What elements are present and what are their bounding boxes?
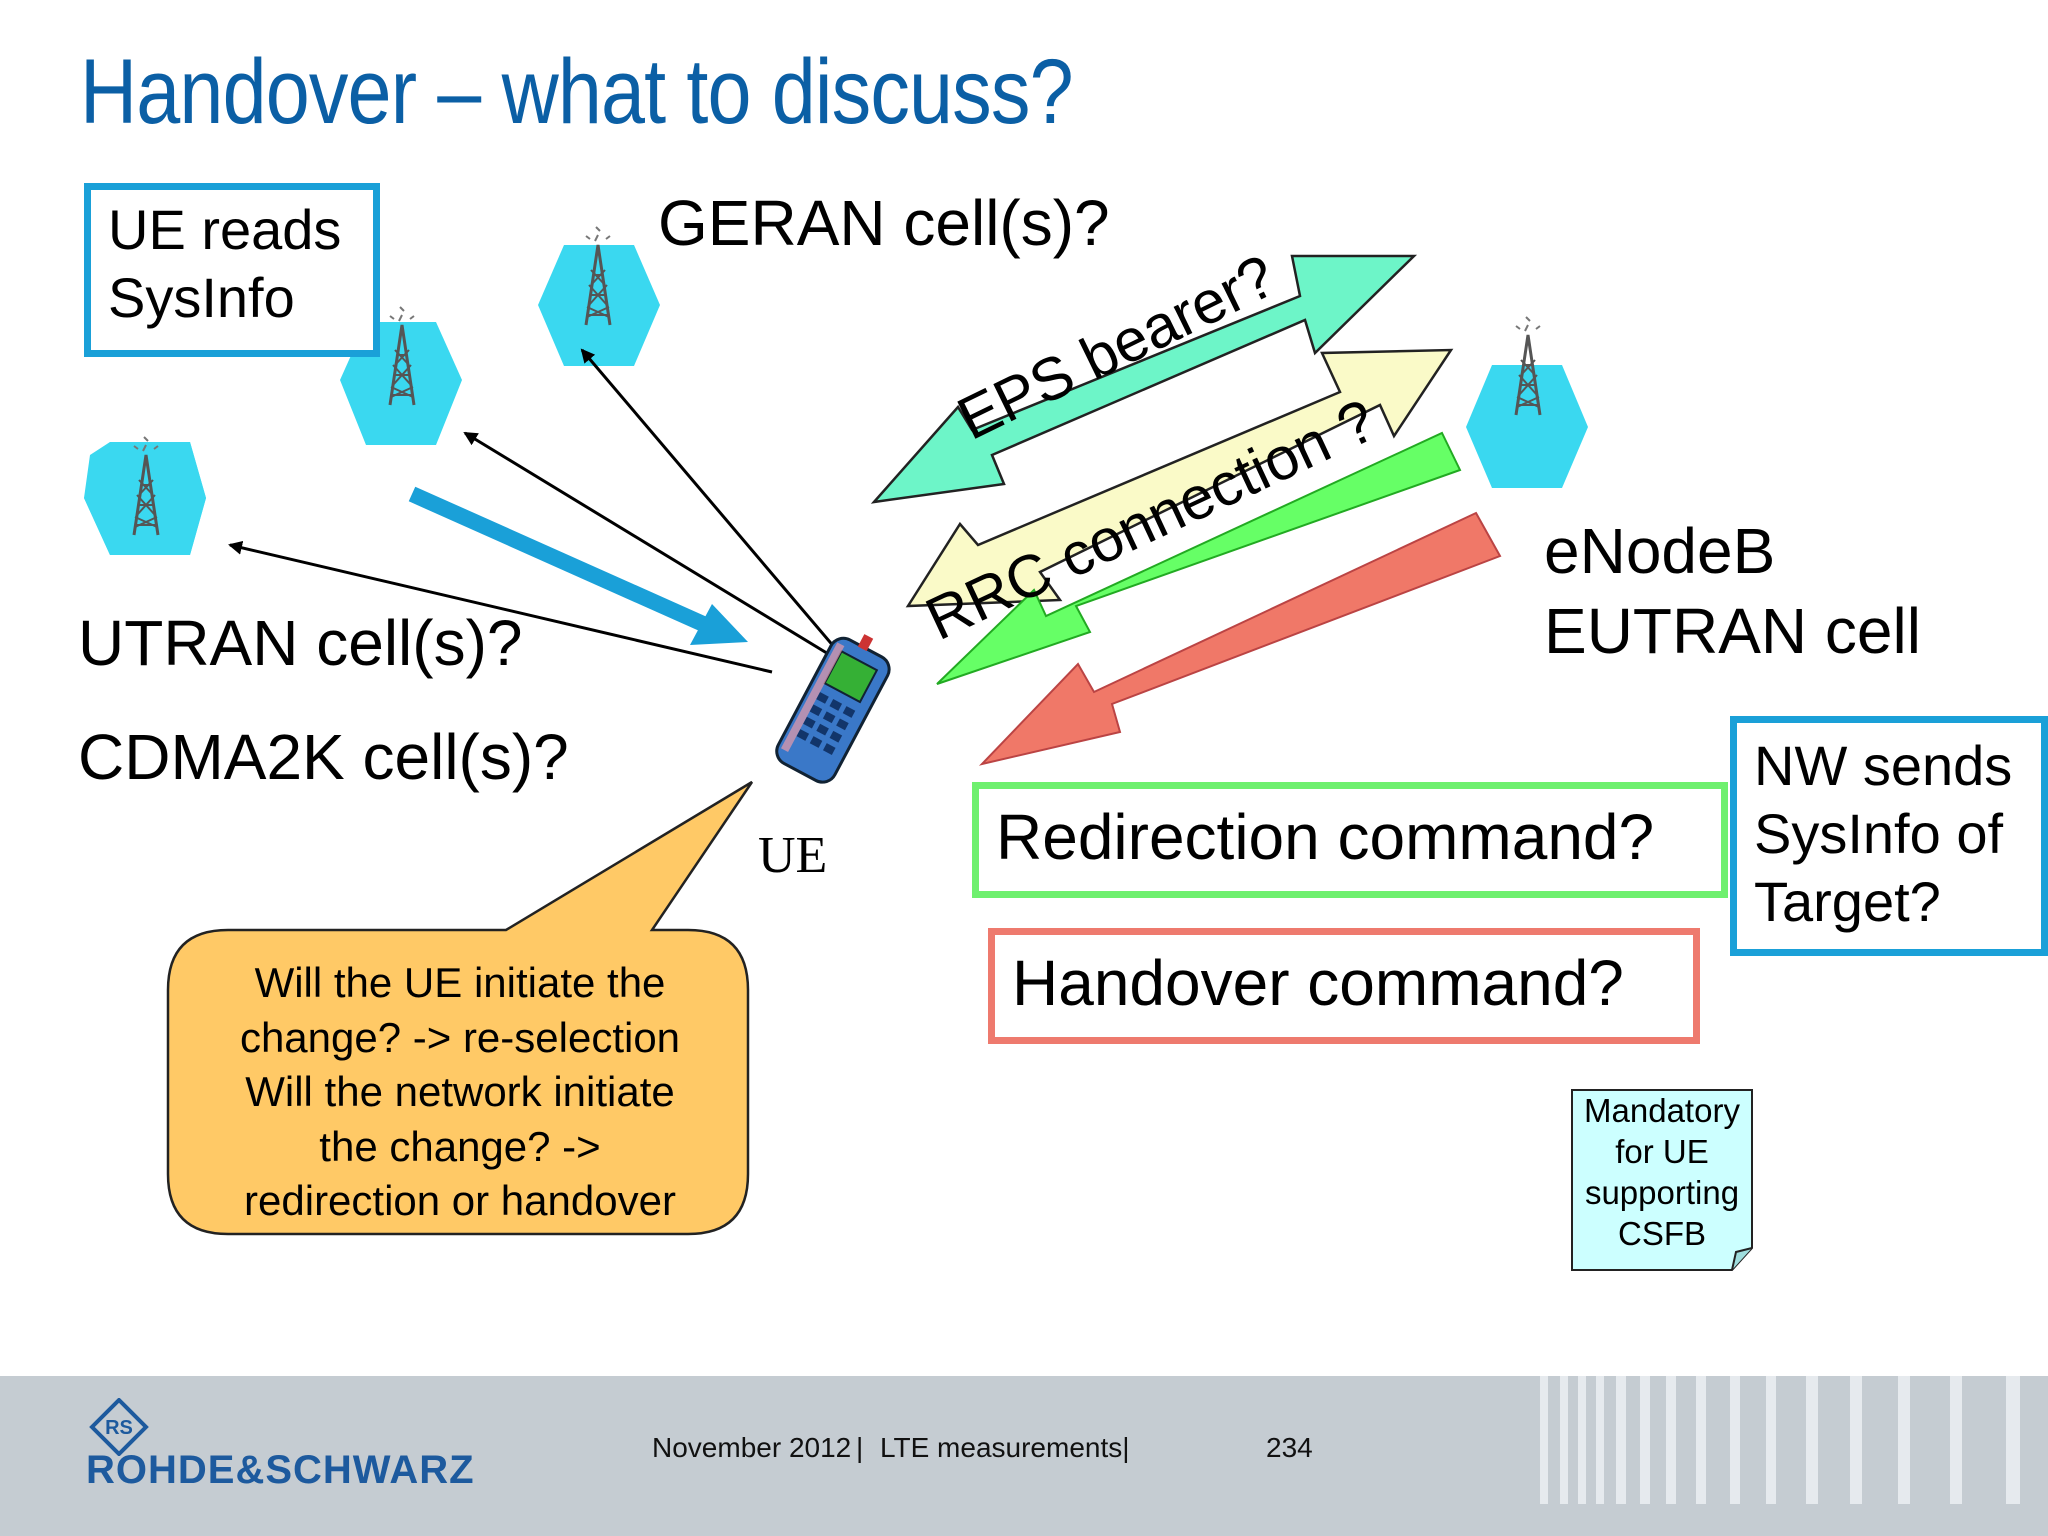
footer-date: November 2012 xyxy=(652,1432,852,1463)
red-arrow xyxy=(978,511,1502,766)
cdma-label: CDMA2K cell(s)? xyxy=(78,721,569,793)
bubble-line: change? -> re-selection xyxy=(239,1013,681,1061)
note-line: supporting xyxy=(1584,1174,1740,1211)
note-line: for UE xyxy=(1615,1133,1709,1170)
geran-cell xyxy=(538,225,660,366)
footer-stripes xyxy=(1540,1376,2020,1504)
green-arrow xyxy=(936,431,1462,685)
handover-command-label: Handover command? xyxy=(1012,947,1624,1019)
nw-sends-sysinfo-box xyxy=(1730,716,2048,956)
ue-reads-line2: SysInfo xyxy=(108,266,295,329)
speech-bubble-text: Will the UE initiate the change? -> re-s… xyxy=(180,956,740,1229)
csfb-note xyxy=(1571,1089,1753,1271)
enodeb-label: eNodeB xyxy=(1544,515,1776,587)
note-line: Mandatory xyxy=(1584,1092,1740,1129)
footer-bar xyxy=(0,1376,2048,1536)
nw-sends-line3: Target? xyxy=(1754,870,1941,933)
logo-mark: RS xyxy=(105,1417,133,1439)
slide-title: Handover – what to discuss? xyxy=(80,41,1074,143)
arrow-to-utran-1 xyxy=(228,540,773,674)
bubble-line: Will the UE initiate the xyxy=(254,959,666,1006)
footer-topic: LTE measurements| xyxy=(880,1432,1130,1463)
note-line: CSFB xyxy=(1617,1215,1706,1252)
nw-sends-line1: NW sends xyxy=(1754,734,2013,797)
speech-bubble xyxy=(166,780,754,1236)
page-number: 234 xyxy=(1266,1432,1313,1463)
nw-sends-line2: SysInfo of xyxy=(1754,802,2004,865)
phone-icon xyxy=(775,634,891,784)
redirection-command-box xyxy=(972,782,1728,898)
sysinfo-arrow xyxy=(408,486,714,635)
rohde-schwarz-logo-icon: RS xyxy=(89,1398,149,1456)
ue-label: UE xyxy=(758,827,828,884)
eps-bearer-arrow xyxy=(870,254,1418,504)
rohde-schwarz-logo: ROHDE&SCHWARZ xyxy=(86,1448,475,1492)
ue-reads-sysinfo-box xyxy=(84,183,380,357)
footer-separator: | xyxy=(856,1432,864,1463)
utran-label: UTRAN cell(s)? xyxy=(78,607,523,679)
eutran-cell xyxy=(1466,315,1588,488)
bubble-line: Will the network initiate xyxy=(245,1068,675,1115)
ue-reads-line1: UE reads xyxy=(108,198,342,261)
utran-cell-1 xyxy=(84,435,206,555)
redirection-command-label: Redirection command? xyxy=(996,801,1655,873)
rrc-connection-arrow xyxy=(905,348,1454,608)
bubble-line: redirection or handover xyxy=(244,1177,676,1224)
csfb-note-text: Mandatory for UE supporting CSFB xyxy=(1572,1090,1752,1254)
geran-label: GERAN cell(s)? xyxy=(658,187,1110,259)
handover-command-box xyxy=(988,928,1700,1044)
bubble-line: the change? -> xyxy=(319,1122,601,1170)
arrow-to-geran xyxy=(580,348,837,649)
arrow-to-utran-2 xyxy=(463,431,831,657)
eutran-cell-label: EUTRAN cell xyxy=(1544,595,1921,667)
